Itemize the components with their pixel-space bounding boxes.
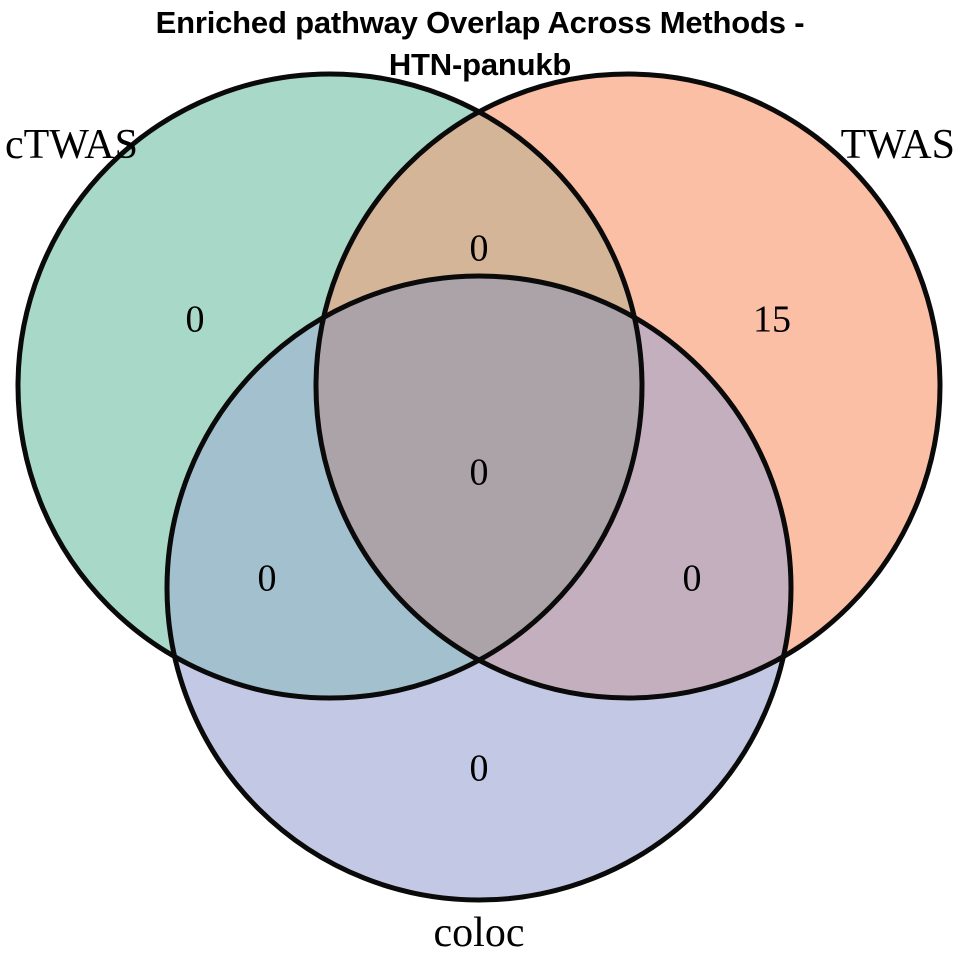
circle-ctwas[interactable] <box>15 71 645 701</box>
venn-outlines <box>15 71 943 903</box>
venn-fills <box>18 74 940 900</box>
count-coloc-only: 0 <box>470 748 489 790</box>
count-ctwas-twas: 0 <box>470 228 489 270</box>
count-ctwas-only: 0 <box>186 299 205 341</box>
count-twas-coloc: 0 <box>683 558 702 600</box>
count-ctwas-coloc: 0 <box>258 558 277 600</box>
region-fill-triple <box>316 276 642 698</box>
circle-coloc[interactable] <box>164 273 794 903</box>
count-twas-only: 15 <box>753 299 791 341</box>
set-label-twas: TWAS <box>841 122 955 168</box>
circle-twas[interactable] <box>313 71 943 701</box>
set-label-coloc: coloc <box>434 910 525 956</box>
chart-title: Enriched pathway Overlap Across Methods … <box>155 5 805 82</box>
set-label-ctwas: cTWAS <box>5 122 138 168</box>
count-triple: 0 <box>470 452 489 494</box>
